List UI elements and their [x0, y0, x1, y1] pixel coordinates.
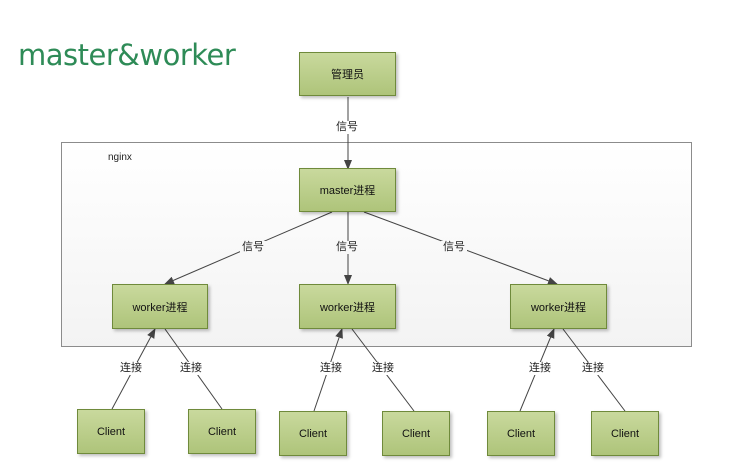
node-client-1: Client [77, 409, 145, 454]
node-worker-process-3: worker进程 [510, 284, 607, 329]
label-conn-5: 连接 [527, 362, 553, 375]
label-signal-admin-master: 信号 [334, 121, 360, 134]
label-signal-worker3: 信号 [441, 241, 467, 254]
label-conn-3: 连接 [318, 362, 344, 375]
label-signal-worker1: 信号 [240, 241, 266, 254]
label-conn-6: 连接 [580, 362, 606, 375]
node-client-6: Client [591, 411, 659, 456]
node-worker-process-1: worker进程 [112, 284, 208, 329]
node-client-3: Client [279, 411, 347, 456]
node-client-5: Client [487, 411, 555, 456]
node-client-2: Client [188, 409, 256, 454]
label-conn-1: 连接 [118, 362, 144, 375]
label-signal-worker2: 信号 [334, 241, 360, 254]
label-conn-4: 连接 [370, 362, 396, 375]
label-conn-2: 连接 [178, 362, 204, 375]
nginx-container-label: nginx [108, 152, 132, 163]
node-master-process: master进程 [299, 168, 396, 212]
node-admin: 管理员 [299, 52, 396, 96]
diagram-title: master&worker [18, 38, 236, 72]
node-client-4: Client [382, 411, 450, 456]
node-worker-process-2: worker进程 [299, 284, 396, 329]
